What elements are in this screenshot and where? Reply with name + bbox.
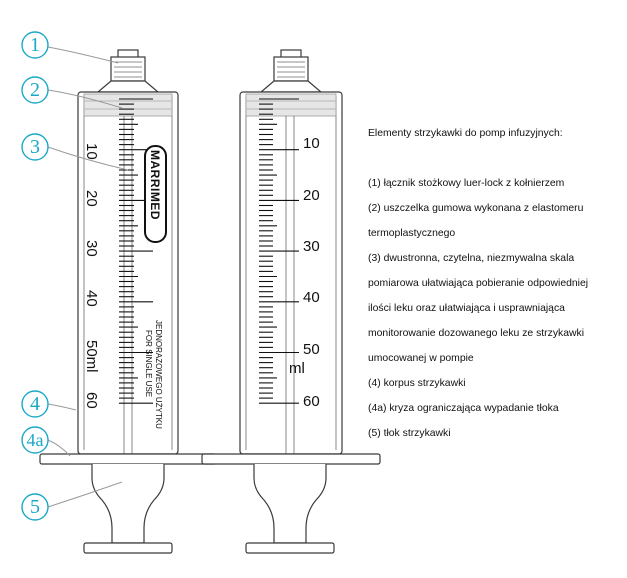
callout-2: 2 xyxy=(21,76,49,104)
legend-item-3-cont-3: monitorowanie dozowanego leku ze strzyka… xyxy=(368,328,585,339)
legend-item-3-cont-1: pomiarowa ułatwiająca pobieranie odpowie… xyxy=(368,278,589,289)
right-scale-number-40: 40 xyxy=(303,289,320,306)
right-plunger-body xyxy=(253,464,327,544)
legend-item-3-cont-2: ilości leku oraz ułatwiająca i usprawnia… xyxy=(368,303,565,314)
right-scale-numbers: 10 20 30 40 50 ml 60 xyxy=(289,135,320,410)
callout-1: 1 xyxy=(21,31,49,59)
left-scale-number-40: 40 xyxy=(83,290,100,307)
right-scale-number-20: 20 xyxy=(303,187,320,204)
left-luer-lock-connector xyxy=(96,49,160,93)
legend-item-4: (4) korpus strzykawki xyxy=(368,378,466,389)
left-plunger-thumb-press xyxy=(83,542,173,554)
left-scale-number-10: 10 xyxy=(83,143,100,160)
right-scale-number-60: 60 xyxy=(303,393,320,410)
legend-item-2: (2) uszczelka gumowa wykonana z elastome… xyxy=(368,203,584,214)
right-flange xyxy=(201,453,381,465)
left-plunger-body xyxy=(91,464,165,544)
right-plunger-thumb-press xyxy=(245,542,335,554)
right-luer-lock-connector xyxy=(259,49,323,93)
left-scale-number-50ml: 50ml xyxy=(83,340,100,373)
callout-4-label: 4 xyxy=(30,393,40,415)
right-syringe: 10 20 30 40 50 ml 60 xyxy=(201,49,381,554)
legend: Elementy strzykawki do pomp infuzyjnych:… xyxy=(368,121,620,446)
callout-5-label: 5 xyxy=(30,496,40,518)
right-scale-number-30: 30 xyxy=(303,238,320,255)
brand-logo: MARRIMED xyxy=(144,145,167,243)
right-scale-number-10: 10 xyxy=(303,135,320,152)
legend-item-4a: (4a) kryza ograniczająca wypadanie tłoka xyxy=(368,403,559,414)
right-scale-ticks xyxy=(259,98,299,404)
callout-3-label: 3 xyxy=(30,136,40,158)
callout-3: 3 xyxy=(21,133,49,161)
left-scale-number-60: 60 xyxy=(83,392,100,409)
right-scale-number-50: 50 xyxy=(303,341,320,358)
legend-item-3-cont-4: umocowanej w pompie xyxy=(368,353,474,364)
right-unit-ml: ml xyxy=(289,360,305,377)
legend-item-3: (3) dwustronna, czytelna, niezmywalna sk… xyxy=(368,253,575,264)
left-syringe: 10 20 30 40 50ml 60 MARRIMED JEDNORAZOWE… xyxy=(39,49,217,554)
single-use-text-en: FOR SINGLE USE xyxy=(144,330,153,397)
right-rubber-seal xyxy=(245,93,337,117)
left-flange xyxy=(39,453,217,465)
callout-4a-label: 4a xyxy=(27,430,44,450)
single-use-text-pl: JEDNORAZOWEGO UŻYTKU xyxy=(154,320,163,429)
left-scale-number-20: 20 xyxy=(83,190,100,207)
brand-label: MARRIMED xyxy=(148,150,162,220)
legend-item-1: (1) łącznik stożkowy luer-lock z kołnier… xyxy=(368,178,565,189)
left-scale-number-30: 30 xyxy=(83,240,100,257)
legend-title: Elementy strzykawki do pomp infuzyjnych: xyxy=(368,128,563,139)
legend-item-2-cont: termoplastycznego xyxy=(368,228,456,239)
legend-item-5: (5) tłok strzykawki xyxy=(368,428,451,439)
callouts: 1 2 3 4 4a 5 xyxy=(21,31,129,521)
right-barrel xyxy=(239,91,343,455)
callout-4a: 4a xyxy=(21,426,49,454)
callout-1-label: 1 xyxy=(30,34,40,56)
left-scale-ticks xyxy=(119,98,153,404)
callout-4: 4 xyxy=(21,390,49,418)
left-scale-numbers: 10 20 30 40 50ml 60 xyxy=(83,143,100,409)
callout-2-label: 2 xyxy=(30,79,40,101)
callout-5: 5 xyxy=(21,493,49,521)
left-rubber-seal xyxy=(83,93,173,117)
